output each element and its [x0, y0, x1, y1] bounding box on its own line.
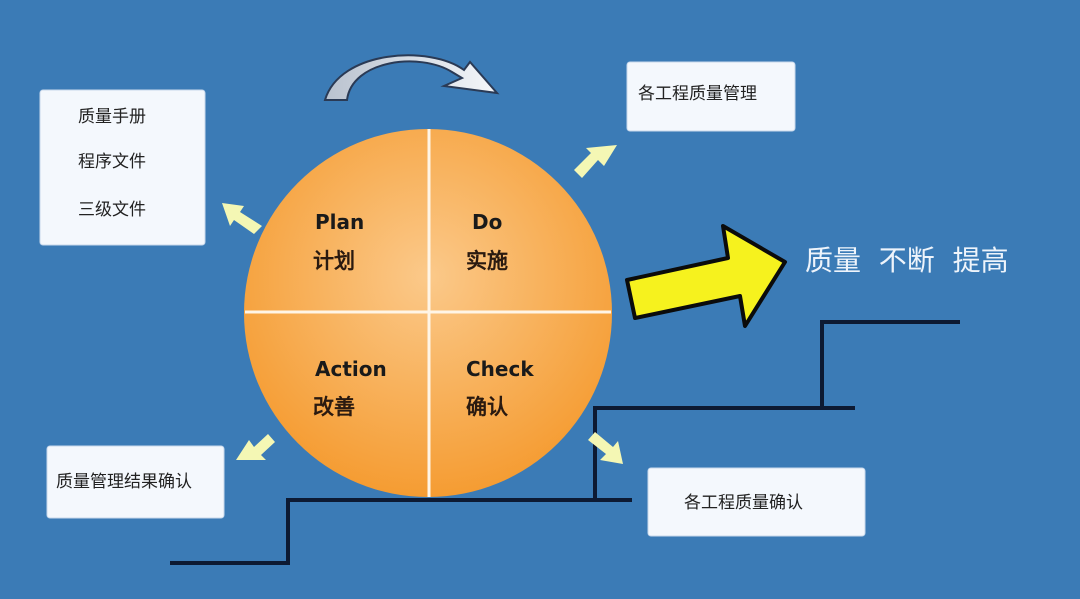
action-cn-label: 改善 — [313, 395, 355, 419]
arrow-to-docs-icon — [222, 203, 262, 234]
stair-step-upper — [820, 320, 960, 408]
do-label: Do — [472, 210, 502, 234]
arrow-to-check-box-icon — [588, 432, 623, 464]
action-box: 质量管理结果确认 — [46, 445, 225, 519]
cycle-curved-arrow-icon — [323, 54, 500, 101]
arrow-to-do-box-icon — [574, 145, 617, 178]
action-box-text: 质量管理结果确认 — [56, 472, 192, 492]
plan-label: Plan — [315, 210, 364, 234]
check-cn-label: 确认 — [466, 395, 508, 419]
plan-documents-box: 质量手册 程序文件 三级文件 — [39, 89, 206, 246]
doc-procedure-files: 程序文件 — [78, 152, 146, 172]
arrow-to-action-box-icon — [236, 434, 275, 460]
doc-quality-manual: 质量手册 — [78, 107, 146, 127]
check-label: Check — [466, 357, 534, 381]
check-box: 各工程质量确认 — [647, 467, 866, 537]
quality-improvement-headline: 质量 不断 提高 — [805, 244, 1009, 277]
doc-tier3-files: 三级文件 — [78, 200, 146, 220]
improvement-arrow-icon — [625, 224, 787, 328]
plan-cn-label: 计划 — [313, 249, 355, 273]
action-label: Action — [315, 357, 387, 381]
stair-step-middle — [593, 406, 855, 500]
do-box-text: 各工程质量管理 — [638, 84, 757, 104]
stair-step-lower — [170, 498, 632, 565]
check-box-text: 各工程质量确认 — [684, 493, 803, 513]
do-cn-label: 实施 — [466, 249, 508, 273]
do-box: 各工程质量管理 — [626, 61, 796, 132]
